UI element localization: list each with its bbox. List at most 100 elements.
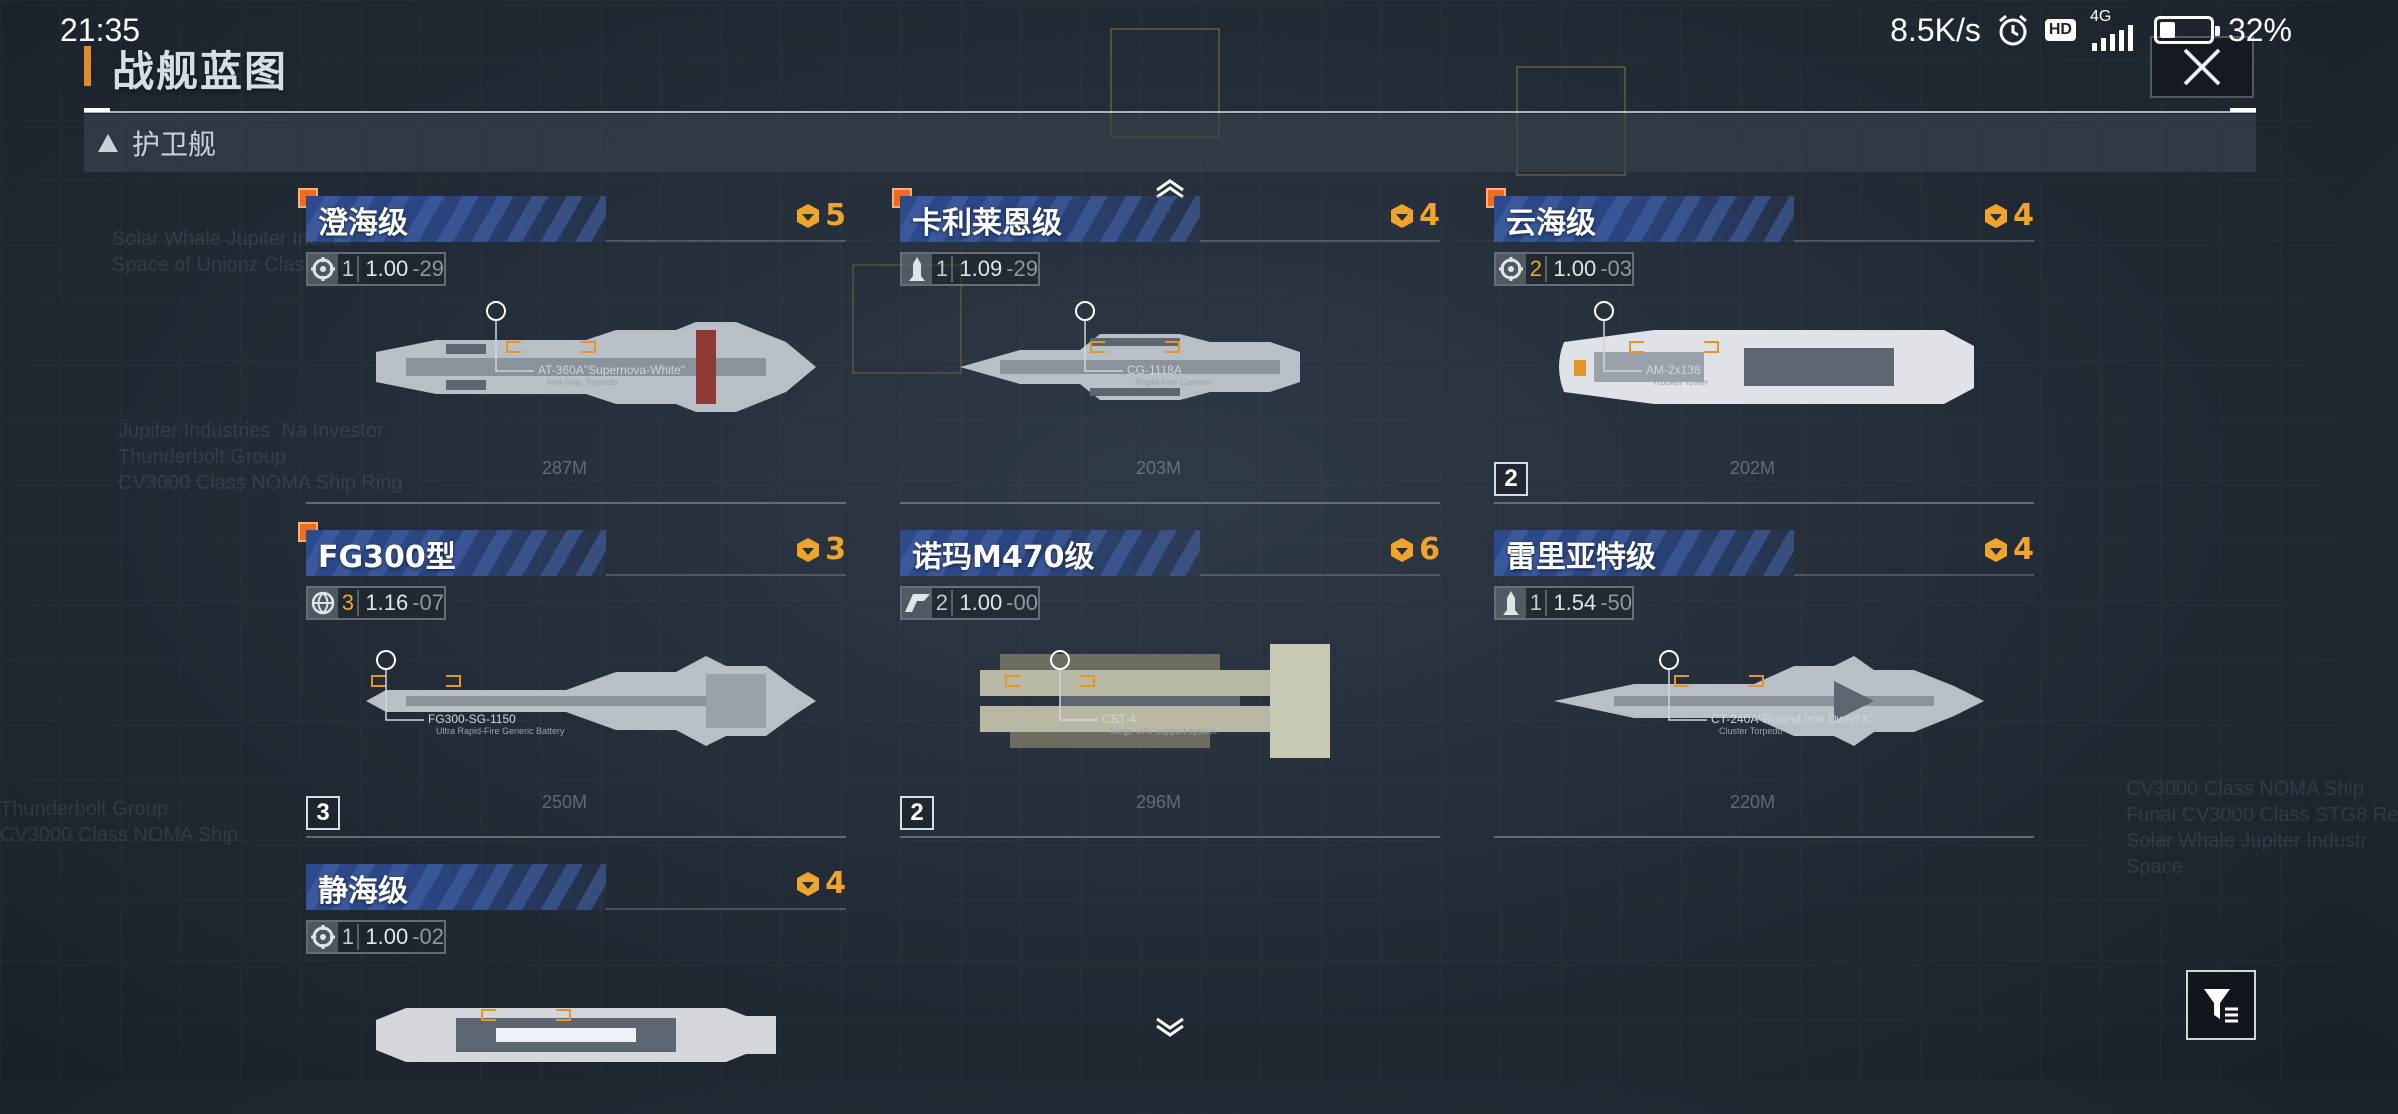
ship-name-banner: 卡利莱恩级 (900, 196, 1200, 242)
cost-value: 4 (2013, 532, 2034, 567)
banner-rule (1794, 240, 2034, 242)
ship-length: 296M (1136, 792, 1182, 812)
cost-hex-icon (797, 871, 820, 896)
banner-rule (1794, 574, 2034, 576)
owned-count-badge: 2 (900, 796, 934, 830)
brand-icon (902, 588, 933, 618)
missile-icon (902, 254, 933, 284)
ship-card[interactable]: 雷里亚特级 4 1 1.54 -50 CT-240A"Roland Iron D… (1494, 530, 2034, 850)
ship-card[interactable]: 诺玛M470级 6 2 1.00 -00 CST-4 Siege UAV sup… (900, 530, 1440, 850)
weapon-reticle-icon (1594, 301, 1614, 321)
ship-name-banner: 云海级 (1494, 196, 1794, 242)
ship-tier: 1 (932, 256, 954, 282)
weapon-desc: Anti-Ship Torpedo (546, 377, 618, 387)
weapon-leader-line (385, 670, 424, 721)
scale-ruler (900, 824, 1440, 838)
ship-tier: 3 (338, 590, 360, 616)
weapon-leader-line (1084, 321, 1123, 372)
cost-hex-icon (797, 203, 820, 228)
owned-count-badge: 2 (1494, 462, 1528, 496)
scroll-down-icon[interactable] (1154, 1017, 1186, 1038)
target-gear-icon (308, 254, 339, 284)
banner-rule (606, 240, 846, 242)
ship-name: 澄海级 (318, 206, 408, 241)
ship-speed: 1.54 (1553, 590, 1597, 615)
ship-blueprint-image (346, 626, 816, 776)
ship-tier: 2 (932, 590, 954, 616)
ship-speed: 1.00 (1553, 256, 1597, 281)
ship-name: 雷里亚特级 (1506, 540, 1656, 575)
missile-icon (1496, 588, 1527, 618)
signal-icon: 4G (2090, 9, 2140, 51)
close-button[interactable] (2150, 36, 2254, 98)
ship-name: FG300型 (318, 540, 456, 575)
weapon-desc: Cluster Torpedo (1719, 726, 1783, 736)
ship-speed-sub: -29 (412, 256, 444, 281)
ship-name-banner: FG300型 (306, 530, 606, 576)
ship-speed-sub: -29 (1006, 256, 1038, 281)
ship-stats: 3 1.16 -07 (306, 586, 446, 620)
ship-cost: 4 (1983, 198, 2034, 233)
ship-name-banner: 雷里亚特级 (1494, 530, 1794, 576)
cost-value: 5 (825, 198, 846, 233)
ship-name: 诺玛M470级 (912, 540, 1095, 575)
ship-speed: 1.16 (365, 590, 409, 615)
cost-hex-icon (797, 537, 820, 562)
hd-badge: HD (2044, 19, 2076, 41)
background-text: CV3000 Class NOMA Ship Funai CV3000 Clas… (2126, 778, 2398, 878)
ship-cost: 5 (795, 198, 846, 233)
weapon-leader-line (1603, 321, 1642, 372)
ship-blueprint-image (346, 960, 816, 1110)
ship-length: 250M (542, 792, 588, 812)
weapon-leader-line (1668, 670, 1707, 721)
ship-cost: 3 (795, 532, 846, 567)
scroll-up-icon[interactable] (1154, 178, 1186, 199)
ship-speed-sub: -03 (1600, 256, 1632, 281)
cost-value: 3 (825, 532, 846, 567)
ship-name: 静海级 (318, 874, 408, 909)
category-header-frigate[interactable]: 护卫舰 (84, 114, 2256, 172)
ship-cost: 6 (1389, 532, 1440, 567)
banner-rule (606, 574, 846, 576)
ship-speed-sub: -07 (412, 590, 444, 615)
ship-speed: 1.00 (365, 256, 409, 281)
ship-card[interactable]: 澄海级 5 1 1.00 -29 AT-360A"Supernova-White… (298, 188, 846, 516)
weapon-name: FG300-SG-1150 (428, 712, 516, 726)
ship-blueprint-image (940, 626, 1410, 776)
cost-value: 4 (1419, 198, 1440, 233)
banner-rule (606, 908, 846, 910)
ship-card[interactable]: 卡利莱恩级 4 1 1.09 -29 CG-1118A Rapid-Fire C… (892, 188, 1440, 516)
ship-stats: 1 1.00 -29 (306, 252, 446, 286)
filter-button[interactable] (2186, 970, 2256, 1040)
ship-cost: 4 (1389, 198, 1440, 233)
scale-ruler (306, 490, 846, 504)
ship-speed-sub: -00 (1006, 590, 1038, 615)
cost-hex-icon (1391, 203, 1414, 228)
weapon-desc: Rapid-Fire Cannon (1135, 377, 1212, 387)
weapon-leader-line (1059, 670, 1098, 721)
ship-cost: 4 (795, 866, 846, 901)
scale-ruler (1494, 490, 2034, 504)
ship-name: 云海级 (1506, 206, 1596, 241)
target-gear-icon (308, 922, 339, 952)
ship-cost: 4 (1983, 532, 2034, 567)
ship-tier: 1 (338, 256, 360, 282)
ship-stats: 1 1.00 -02 (306, 920, 446, 954)
weapon-name: AT-360A"Supernova-White" (538, 363, 686, 377)
ship-speed-sub: -02 (412, 924, 444, 949)
battery-fill (2159, 22, 2175, 38)
ship-blueprint-image (1534, 292, 2004, 442)
ship-card[interactable]: 云海级 4 2 1.00 -03 AM-2x138 Rocket Tower 2… (1486, 188, 2034, 516)
background-text: Thunderbolt Group CV3000 Class NOMA Ship (0, 798, 238, 846)
title-accent (84, 46, 91, 86)
cost-hex-icon (1391, 537, 1414, 562)
weapon-desc: Rocket Tower (1654, 377, 1709, 387)
divider-cap (84, 108, 110, 112)
ship-speed-sub: -50 (1600, 590, 1632, 615)
filter-icon (2204, 989, 2238, 1023)
ship-card[interactable]: 静海级 4 1 1.00 -02 (306, 864, 846, 1080)
weapon-reticle-icon (376, 650, 396, 670)
ship-stats: 1 1.54 -50 (1494, 586, 1634, 620)
ship-tier: 1 (1526, 590, 1548, 616)
ship-card[interactable]: FG300型 3 3 1.16 -07 FG300-SG-1150 Ultra … (298, 522, 846, 850)
